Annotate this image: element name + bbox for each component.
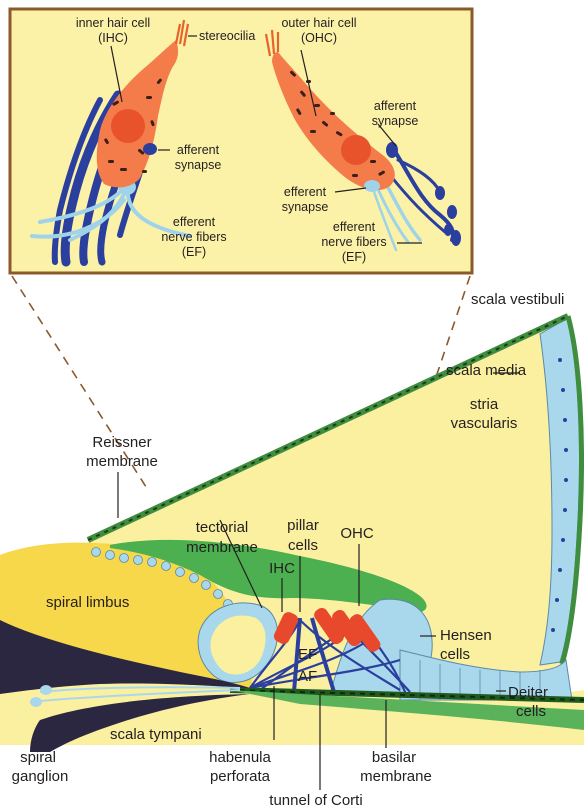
label-reissner-2: membrane	[86, 453, 158, 470]
label-hensen-2: cells	[440, 646, 470, 663]
label-efferent-fibers-ihc-3: (EF)	[182, 245, 206, 259]
label-deiter-1: Deiter	[508, 684, 548, 701]
label-tectorial-1: tectorial	[196, 519, 249, 536]
label-ohc-abbr: (OHC)	[301, 31, 337, 45]
label-afferent-synapse-ohc-2: synapse	[372, 114, 419, 128]
label-efferent-fibers-ohc-3: (EF)	[342, 250, 366, 264]
label-spiral-limbus: spiral limbus	[46, 594, 129, 611]
label-habenula-1: habenula	[209, 749, 271, 766]
label-scala-vestibuli: scala vestibuli	[471, 291, 564, 308]
label-efferent-fibers-ohc-1: efferent	[333, 220, 376, 234]
label-efferent-fibers-ihc-2: nerve fibers	[161, 230, 226, 244]
ohc-nucleus	[341, 135, 371, 165]
label-ihc-abbr: (IHC)	[98, 31, 128, 45]
label-efferent-fibers-ohc-2: nerve fibers	[321, 235, 386, 249]
label-basilar-1: basilar	[372, 749, 416, 766]
cochlear-duct	[0, 316, 584, 752]
label-pillar-2: cells	[288, 537, 318, 554]
label-scala-media: scala media	[446, 362, 527, 379]
label-tectorial-2: membrane	[186, 539, 258, 556]
label-afferent-synapse-ohc-1: afferent	[374, 99, 417, 113]
label-afferent-synapse-ihc-1: afferent	[177, 143, 220, 157]
label-ihc: IHC	[269, 560, 295, 577]
label-deiter-2: cells	[516, 703, 546, 720]
label-afferent-synapse-ihc-2: synapse	[175, 158, 222, 172]
ihc-nucleus	[111, 109, 145, 143]
label-basilar-2: membrane	[360, 768, 432, 785]
label-scala-tympani: scala tympani	[110, 726, 202, 743]
label-ohc: OHC	[340, 525, 374, 542]
label-efferent-synapse-2: synapse	[282, 200, 329, 214]
hair-cell-inset: inner hair cell (IHC) stereocilia outer …	[10, 9, 472, 273]
label-stria-1: stria	[470, 396, 499, 413]
label-pillar-1: pillar	[287, 517, 319, 534]
label-reissner-1: Reissner	[92, 434, 151, 451]
label-af: AF	[298, 668, 317, 685]
label-ef: EF	[298, 646, 317, 663]
label-efferent-fibers-ihc-1: efferent	[173, 215, 216, 229]
label-stria-2: vascularis	[451, 415, 518, 432]
label-spiral-ganglion-1: spiral	[20, 749, 56, 766]
label-habenula-2: perforata	[210, 768, 271, 785]
label-efferent-synapse-1: efferent	[284, 185, 327, 199]
label-outer-hair-cell: outer hair cell	[281, 16, 356, 30]
ohc-efferent-synapse	[364, 180, 380, 192]
ihc-afferent-synapse	[143, 143, 157, 155]
label-inner-hair-cell: inner hair cell	[76, 16, 150, 30]
ohc-afferent-synapse	[386, 142, 398, 158]
label-spiral-ganglion-2: ganglion	[12, 768, 69, 785]
label-hensen-1: Hensen	[440, 627, 492, 644]
label-tunnel-of-corti: tunnel of Corti	[269, 792, 362, 809]
label-stereocilia: stereocilia	[199, 29, 255, 43]
